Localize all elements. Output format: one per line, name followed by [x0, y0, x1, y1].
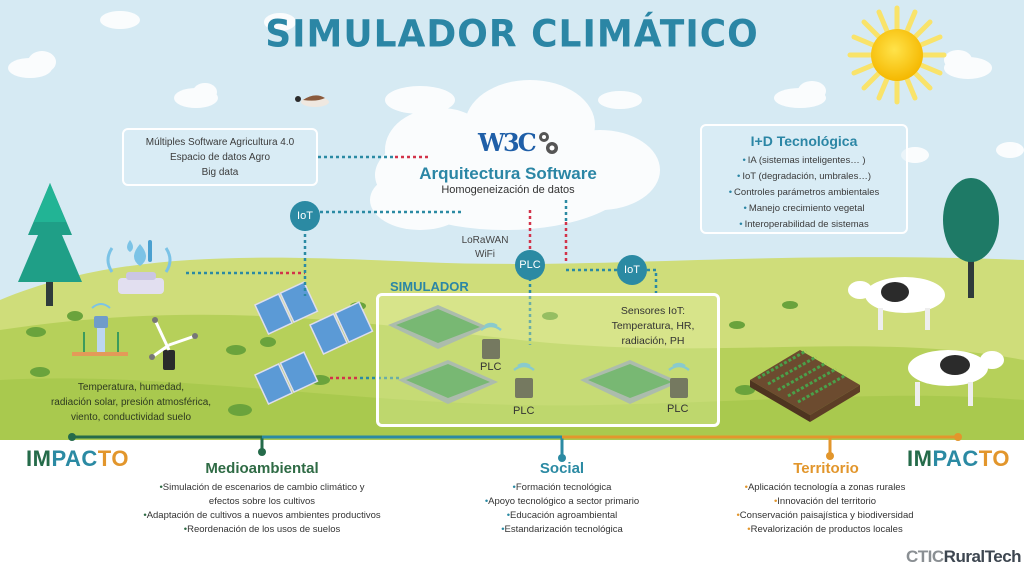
territorio-list: Aplicación tecnología a zonas rurales In… [705, 481, 945, 537]
impact-part: PAC [51, 446, 98, 471]
impact-item: Conservación paisajística y biodiversida… [705, 509, 945, 523]
impact-item: Educación agroambiental [447, 509, 677, 523]
architecture-title: Arquitectura Software [419, 164, 597, 183]
solar-panels [254, 281, 374, 405]
impact-item: Innovación del territorio [705, 495, 945, 509]
impact-part: IM [907, 446, 933, 471]
plc-label: PLC [667, 403, 689, 415]
greenhouses [388, 305, 680, 404]
iot-node-left: IoT [290, 201, 320, 231]
architecture-subtitle: Homogeneización de datos [441, 184, 575, 196]
anemometer-icon [149, 317, 198, 370]
crop-field [750, 349, 860, 422]
category-territorio: Territorio [793, 460, 859, 477]
timeline-dot [954, 433, 962, 441]
field-sensors-line: viento, conductividad suelo [70, 412, 192, 423]
rd-title: I+D Tecnológica [750, 133, 858, 149]
clouds [8, 11, 1024, 230]
protocols: LoRaWAN WiFi [455, 234, 515, 262]
page-title: SIMULADOR CLIMÁTICO [265, 12, 759, 57]
impact-part: IM [26, 446, 52, 471]
field-sensors-text: Temperatura, humedad, radiación solar, p… [22, 380, 240, 425]
impact-item: Reordenación de los usos de suelos [112, 523, 412, 537]
weather-station-icon [106, 240, 172, 294]
category-social: Social [539, 460, 585, 477]
sensors-line: Sensores IoT: [620, 305, 686, 317]
rd-item: IA (sistemas inteligentes… ) [702, 153, 906, 169]
plc-devices [480, 322, 690, 398]
iot-node-right: IoT [617, 255, 647, 285]
protocol-wifi: WiFi [475, 249, 495, 260]
plc-label: PLC [513, 405, 535, 417]
sun [847, 5, 947, 105]
pine-tree [18, 183, 82, 306]
category-medioambiental: Medioambiental [205, 460, 319, 477]
impact-part: TO [97, 446, 129, 471]
timeline-dot [558, 454, 566, 462]
plc-node-center: PLC [515, 250, 545, 280]
gears-icon [539, 132, 558, 154]
rd-box: I+D Tecnológica IA (sistemas inteligente… [700, 124, 908, 234]
software-box: Múltiples Software Agricultura 4.0 Espac… [122, 128, 318, 186]
bird [295, 95, 329, 107]
impact-item: Revalorización de productos locales [705, 523, 945, 537]
timeline-dot [258, 448, 266, 456]
impact-item: efectos sobre los cultivos [208, 496, 316, 507]
timeline-dot [68, 433, 76, 441]
rd-item: Controles parámetros ambientales [702, 185, 906, 201]
impact-part: TO [978, 446, 1010, 471]
impact-label-left: IMPACTO [26, 446, 129, 472]
impact-label-right: IMPACTO [907, 446, 1010, 472]
impact-item: Formación tecnológica [447, 481, 677, 495]
hill-front [0, 378, 1024, 440]
ctic-ruraltech-logo: CTICRuralTech [906, 547, 1022, 567]
connection-lines [186, 155, 658, 380]
sensors-line: Temperatura, HR, [611, 320, 695, 332]
rd-item: Interoperabilidad de sistemas [702, 217, 906, 233]
impact-part: PAC [932, 446, 979, 471]
software-line: Espacio de datos Agro [169, 152, 271, 163]
soil-sensor-icon [72, 303, 128, 356]
software-line: Big data [201, 167, 239, 178]
w3c-logo: W3C [478, 128, 537, 157]
cows [848, 277, 1004, 406]
timeline-dot [826, 452, 834, 460]
impact-item: Simulación de escenarios de cambio climá… [112, 481, 412, 495]
field-sensors-line: radiación solar, presión atmosférica, [50, 397, 212, 408]
rd-item: Manejo crecimiento vegetal [702, 201, 906, 217]
logo-part: CTIC [906, 547, 944, 566]
social-list: Formación tecnológica Apoyo tecnológico … [447, 481, 677, 537]
impact-item: Aplicación tecnología a zonas rurales [705, 481, 945, 495]
protocol-lorawan: LoRaWAN [461, 235, 509, 246]
sensors-text: Sensores IoT: Temperatura, HR, radiación… [596, 304, 710, 349]
logo-part: RuralTech [943, 547, 1022, 566]
round-tree [943, 178, 999, 298]
plc-label: PLC [480, 361, 502, 373]
simulator-label: SIMULADOR [390, 279, 469, 294]
medioambiental-list: Simulación de escenarios de cambio climá… [112, 481, 412, 537]
impact-item: Estandarización tecnológica [447, 523, 677, 537]
software-line: Múltiples Software Agricultura 4.0 [145, 137, 295, 148]
field-sensors-line: Temperatura, humedad, [77, 382, 185, 393]
simulator-box [376, 293, 720, 427]
sensors-line: radiación, PH [621, 335, 685, 347]
impact-item: Adaptación de cultivos a nuevos ambiente… [112, 509, 412, 523]
impact-item: Apoyo tecnológico a sector primario [447, 495, 677, 509]
impact-timeline [72, 435, 958, 458]
rd-item: IoT (degradación, umbrales…) [702, 169, 906, 185]
